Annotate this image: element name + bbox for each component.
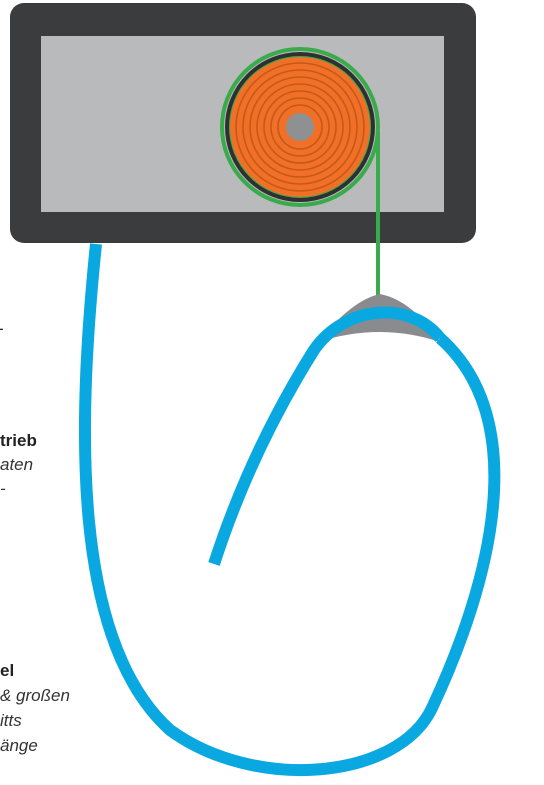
cable-left-drop: [78, 243, 501, 777]
drive-line1-label: aten: [0, 455, 34, 474]
cable-line2-label: itts: [0, 711, 22, 730]
cable-line1-label: & großen: [0, 686, 70, 705]
coil-windings: [235, 62, 365, 192]
reel-core: [286, 113, 314, 141]
cable-line3-label: änge: [0, 736, 38, 755]
drive-title-label: trieb: [0, 431, 37, 450]
sensor-ring: [220, 47, 380, 207]
cable-title-label: el: [0, 661, 15, 680]
cable-loop-arc: [208, 306, 445, 566]
top-fragment-label: -: [0, 318, 4, 339]
drive-line2-label: -: [0, 479, 6, 498]
